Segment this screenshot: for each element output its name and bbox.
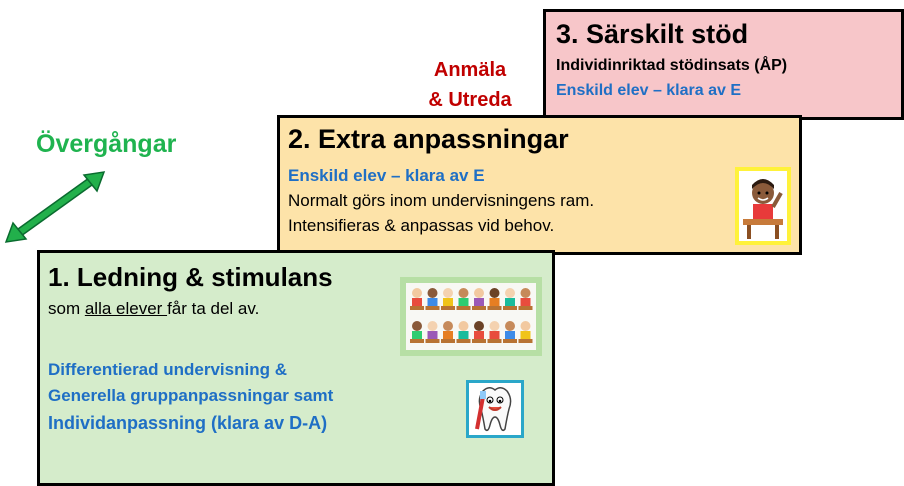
child-head (458, 288, 469, 298)
boy-at-desk-drawing (743, 179, 783, 239)
child-head (489, 321, 500, 331)
child-body (427, 298, 438, 307)
child-desk (472, 306, 486, 310)
child-body (505, 298, 515, 307)
level-1-line-1-prefix: som (48, 299, 85, 318)
child-desk (441, 306, 455, 310)
level-2-line-1: Enskild elev – klara av E (288, 166, 485, 185)
child-desk (410, 306, 424, 310)
child-desk (503, 339, 517, 343)
child-desk (518, 306, 533, 310)
child-body (427, 331, 438, 340)
tooth-with-toothbrush-drawing (475, 387, 512, 432)
child-body (489, 298, 500, 307)
child-body (474, 298, 484, 307)
child-head (505, 288, 515, 298)
child-body (520, 331, 531, 340)
child-body (505, 331, 515, 340)
child-desk (472, 339, 486, 343)
child-head (412, 288, 422, 298)
overgangar-label: Övergångar (36, 130, 177, 158)
child-desk (425, 339, 440, 343)
child-body (474, 331, 484, 340)
level-2-title: 2. Extra anpassningar (288, 124, 569, 154)
child-head (412, 321, 422, 331)
child-body (443, 298, 453, 307)
child-body (520, 298, 531, 307)
classroom-children-picture (406, 283, 536, 350)
child-body (458, 331, 469, 340)
child-desk (518, 339, 533, 343)
child-desk (441, 339, 455, 343)
level-1-line-1: som alla elever får ta del av. (48, 299, 259, 319)
level-1-line-4: Individanpassning (klara av D-A) (48, 413, 328, 433)
child-head (427, 288, 438, 298)
level-3-box: 3. Särskilt stöd Individinriktad stödins… (543, 9, 904, 120)
child-desk (425, 306, 440, 310)
child-desk (503, 306, 517, 310)
classroom-children-icon (400, 277, 542, 356)
anmala-utreda-label: Anmäla & Utreda (417, 55, 523, 115)
level-2-box: 2. Extra anpassningar Enskild elev – kla… (277, 115, 802, 255)
level-1-title: 1. Ledning & stimulans (48, 262, 333, 292)
child-body (489, 331, 500, 340)
child-desk (456, 306, 471, 310)
level-1-line-2: Differentierad undervisning & (48, 360, 287, 379)
child-desk (456, 339, 471, 343)
child-head (427, 321, 438, 331)
child-head (474, 321, 484, 331)
child-head (520, 288, 531, 298)
boy-at-desk-icon (735, 167, 791, 245)
level-3-line-2: Enskild elev – klara av E (556, 82, 742, 99)
child-body (412, 331, 422, 340)
child-body (458, 298, 469, 307)
anmala-line-2: & Utreda (428, 89, 512, 111)
child-desk (410, 339, 424, 343)
child-head (443, 321, 453, 331)
level-1-line-3: Generella gruppanpassningar samt (48, 386, 334, 405)
child-desk (487, 339, 502, 343)
tooth-with-toothbrush-icon (466, 380, 524, 438)
classroom-children-drawing (410, 288, 533, 343)
anmala-line-1: Anmäla (433, 59, 507, 81)
level-2-line-2: Normalt görs inom undervisningens ram. (288, 191, 595, 210)
child-head (505, 321, 515, 331)
child-desk (487, 306, 502, 310)
child-head (443, 288, 453, 298)
level-2-line-3: Intensifieras & anpassas vid behov. (288, 216, 555, 235)
level-3-line-1: Individinriktad stödinsats (ÅP) (556, 57, 788, 74)
double-headed-arrow-icon (4, 171, 106, 243)
level-1-line-1-underlined: alla elever (84, 299, 168, 318)
boy-at-desk-picture (739, 171, 787, 241)
tooth-with-toothbrush-picture (469, 383, 521, 435)
child-body (443, 331, 453, 340)
child-body (412, 298, 422, 307)
level-1-line-1-suffix: får ta del av. (167, 299, 260, 318)
child-head (474, 288, 484, 298)
child-head (458, 321, 469, 331)
child-head (520, 321, 531, 331)
level-3-title: 3. Särskilt stöd (556, 19, 749, 49)
child-head (489, 288, 500, 298)
